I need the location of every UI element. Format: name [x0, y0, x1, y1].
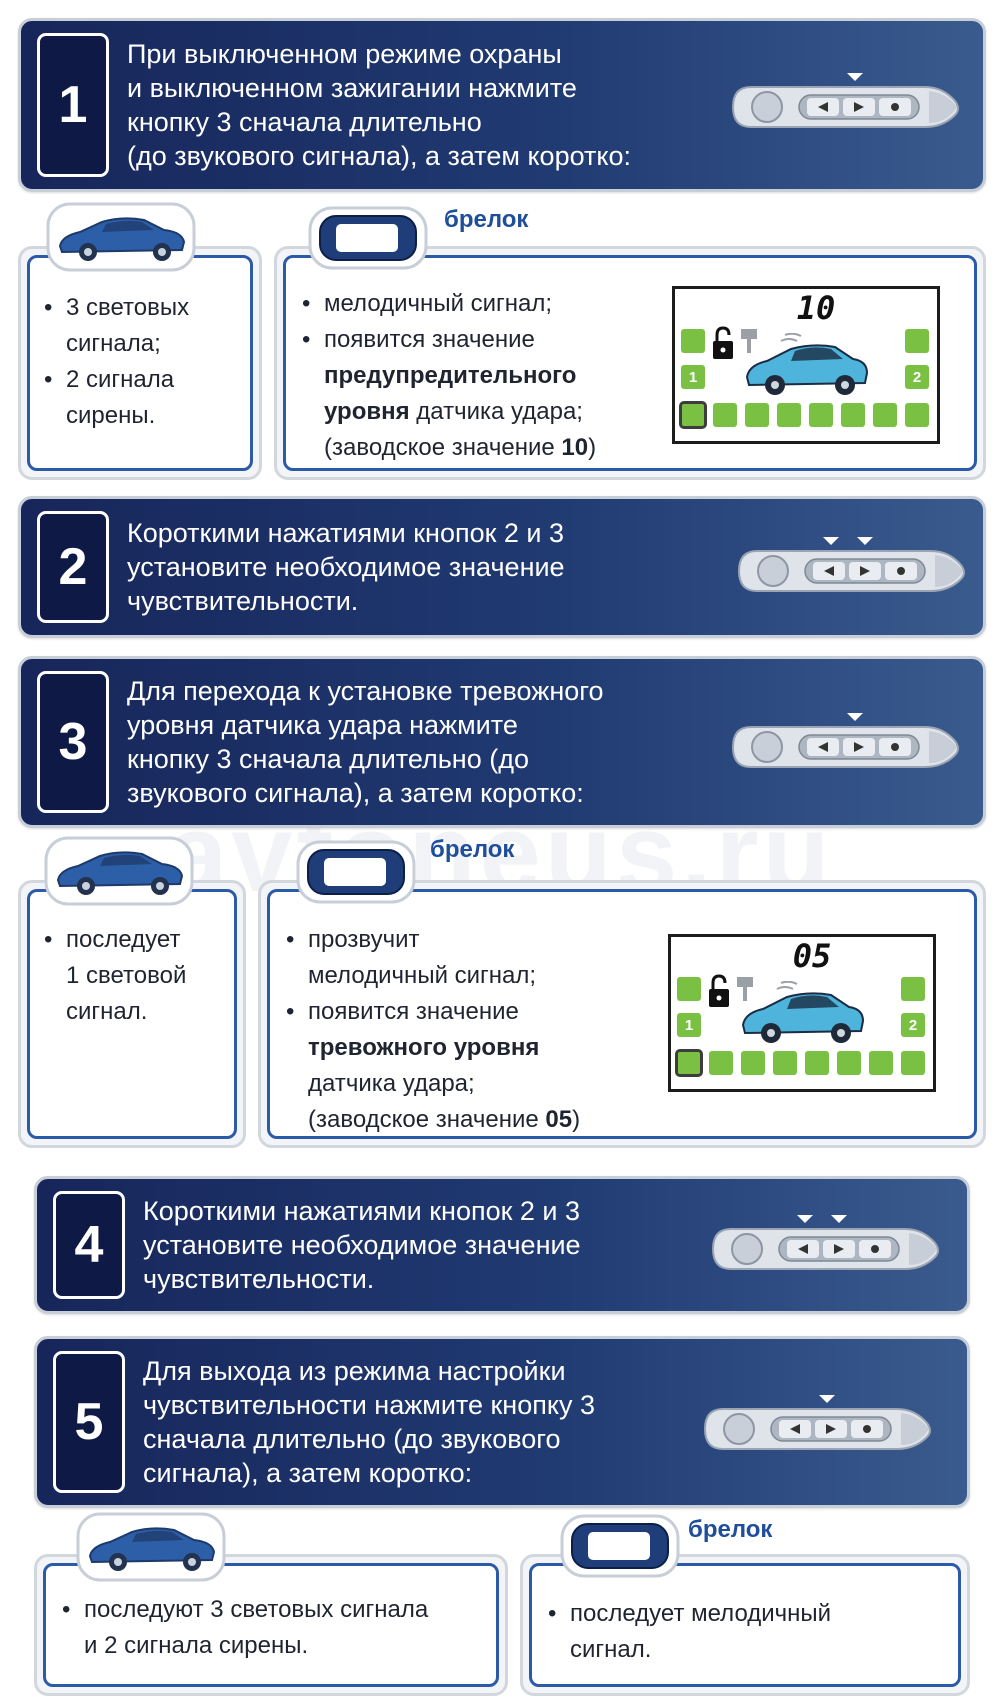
fob-lcd-display: 10 1 2 [672, 286, 940, 444]
step-number: 2 [37, 511, 109, 623]
step-number: 3 [37, 671, 109, 813]
step-3-banner: 3 Для перехода к установке тревожного ур… [18, 656, 986, 828]
lcd-menu-icon [773, 1051, 797, 1075]
fob-result-item: появится значение предупредительного уро… [300, 322, 640, 430]
lcd-status-icon [905, 329, 929, 353]
step-number: 1 [37, 33, 109, 177]
car-result-item: последуют 3 световых сигнала и 2 сигнала… [60, 1592, 428, 1664]
car-result-panel: 3 световых сигнала; 2 сигнала сирены. [18, 246, 262, 480]
fob-label: брелок [688, 1516, 773, 1543]
fob-result-note: (заводское значение 10) [324, 434, 597, 461]
remote-3-button-icon [729, 711, 965, 771]
lcd-status-icon: 2 [901, 1013, 925, 1037]
step-2-banner: 2 Короткими нажатиями кнопок 2 и 3 устан… [18, 496, 986, 638]
lcd-menu-icon [873, 403, 897, 427]
step-5-banner: 5 Для выхода из режима настройки чувстви… [34, 1336, 970, 1508]
step-instruction: При выключенном режиме охраны и выключен… [127, 39, 632, 171]
lcd-status-icon: 1 [677, 1013, 701, 1037]
sports-car-icon [46, 202, 196, 277]
fob-result-panel: прозвучит мелодичный сигнал; появится зн… [258, 880, 986, 1148]
step-number: 4 [53, 1191, 125, 1299]
lcd-status-icon [901, 977, 925, 1001]
fob-result-panel: мелодичный сигнал; появится значение пре… [274, 246, 986, 480]
fob-result-item: мелодичный сигнал; [300, 286, 640, 322]
lcd-value: 05 [792, 937, 832, 975]
remote-3-button-icon [709, 1213, 945, 1273]
lcd-menu-icon [709, 1051, 733, 1075]
lcd-value: 10 [796, 289, 836, 327]
step-1-banner: 1 При выключенном режиме охраны и выключ… [18, 18, 986, 192]
lcd-status-icon: 1 [681, 365, 705, 389]
lcd-menu-icon [777, 403, 801, 427]
key-fob-display-icon [296, 840, 416, 909]
fob-result-item: прозвучит мелодичный сигнал; [284, 922, 644, 994]
lcd-menu-icon [905, 403, 929, 427]
lcd-menu-icon [679, 401, 707, 429]
remote-3-button-icon [735, 535, 971, 595]
step-number: 5 [53, 1351, 125, 1493]
lcd-menu-icon [745, 403, 769, 427]
car-result-panel: последует 1 световой сигнал. [18, 880, 246, 1148]
sports-car-icon [44, 836, 194, 911]
fob-result-item: появится значение тревожного уровня датч… [284, 994, 644, 1102]
key-fob-display-icon [308, 206, 428, 275]
fob-result-note: (заводское значение 05) [308, 1106, 581, 1133]
lcd-menu-icon [837, 1051, 861, 1075]
lcd-menu-icon [869, 1051, 893, 1075]
fob-lcd-display: 05 1 2 [668, 934, 936, 1092]
fob-result-panel: последует мелодичный сигнал. [520, 1554, 970, 1696]
remote-3-button-icon [729, 71, 965, 131]
fob-label: брелок [444, 206, 529, 233]
car-result-item: последует 1 световой сигнал. [42, 922, 186, 1030]
fob-label: брелок [430, 836, 515, 863]
car-result-item: 3 световых сигнала; [42, 290, 189, 362]
lcd-menu-icon [741, 1051, 765, 1075]
step-instruction: Короткими нажатиями кнопок 2 и 3 установ… [127, 518, 565, 616]
key-fob-display-icon [560, 1514, 680, 1583]
remote-3-button-icon [701, 1393, 937, 1453]
lcd-menu-icon [675, 1049, 703, 1077]
step-instruction: Для выхода из режима настройки чувствите… [143, 1356, 595, 1488]
lcd-menu-icon [805, 1051, 829, 1075]
step-instruction: Для перехода к установке тревожного уров… [127, 676, 604, 808]
car-result-item: 2 сигнала сирены. [42, 362, 189, 434]
step-instruction: Короткими нажатиями кнопок 2 и 3 установ… [143, 1196, 581, 1294]
step-4-banner: 4 Короткими нажатиями кнопок 2 и 3 устан… [34, 1176, 970, 1314]
lcd-menu-icon [901, 1051, 925, 1075]
lcd-status-icon [677, 977, 701, 1001]
sports-car-icon [76, 1512, 226, 1587]
fob-result-item: последует мелодичный сигнал. [546, 1596, 831, 1668]
lcd-status-icon: 2 [905, 365, 929, 389]
lcd-menu-icon [713, 403, 737, 427]
lcd-menu-icon [841, 403, 865, 427]
lcd-status-icon [681, 329, 705, 353]
lcd-menu-icon [809, 403, 833, 427]
